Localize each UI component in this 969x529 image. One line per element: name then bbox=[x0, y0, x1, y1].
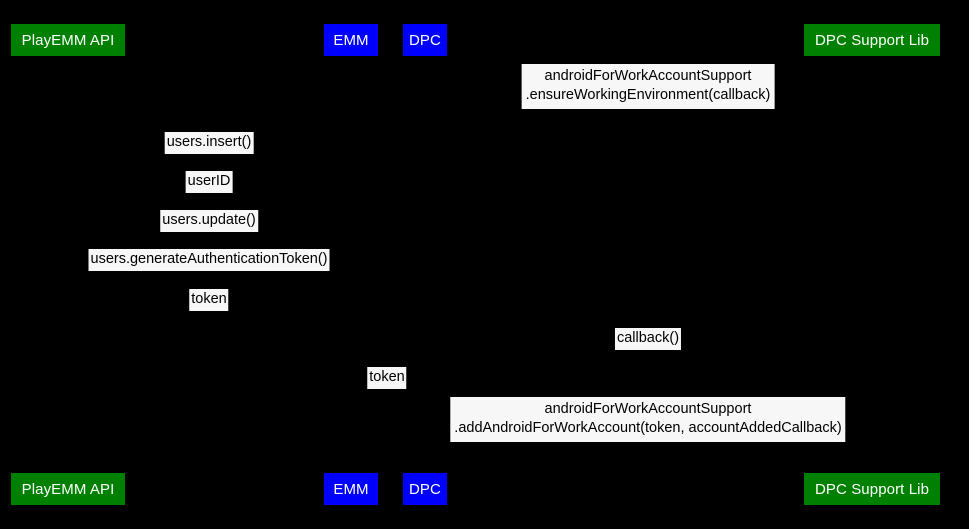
message-line: users.update() bbox=[162, 212, 256, 228]
message-label-add-android-for-work-account: androidForWorkAccountSupport .addAndroidF… bbox=[450, 397, 846, 443]
message-label-users-generate-authentication-token: users.generateAuthenticationToken() bbox=[88, 249, 330, 271]
message-line: .addAndroidForWorkAccount(token, account… bbox=[454, 420, 842, 437]
participant-bottom-playemm-api[interactable]: PlayEMM API bbox=[11, 473, 125, 505]
message-label-ensure-working-environment: androidForWorkAccountSupport .ensureWorki… bbox=[521, 64, 775, 110]
message-label-callback: callback() bbox=[614, 328, 682, 350]
participant-top-emm[interactable]: EMM bbox=[324, 24, 378, 56]
participant-bottom-dpc-support-lib[interactable]: DPC Support Lib bbox=[804, 473, 940, 505]
message-label-users-update: users.update() bbox=[160, 210, 258, 232]
message-line: userID bbox=[187, 173, 231, 189]
message-line: .ensureWorkingEnvironment(callback) bbox=[525, 87, 771, 104]
message-line: androidForWorkAccountSupport bbox=[544, 401, 752, 417]
participant-top-dpc[interactable]: DPC bbox=[403, 24, 447, 56]
message-line: callback() bbox=[616, 330, 680, 346]
message-line: users.insert() bbox=[166, 134, 252, 150]
message-label-user-id: userID bbox=[185, 171, 233, 193]
message-label-users-insert: users.insert() bbox=[164, 132, 254, 154]
participant-top-dpc-support-lib[interactable]: DPC Support Lib bbox=[804, 24, 940, 56]
message-line: token bbox=[369, 369, 405, 385]
message-line: users.generateAuthenticationToken() bbox=[90, 251, 328, 267]
participant-bottom-dpc[interactable]: DPC bbox=[403, 473, 447, 505]
message-label-token-lower: token bbox=[367, 367, 407, 389]
message-label-token-upper: token bbox=[189, 289, 229, 311]
message-line: token bbox=[191, 291, 227, 307]
participant-top-playemm-api[interactable]: PlayEMM API bbox=[11, 24, 125, 56]
message-line: androidForWorkAccountSupport bbox=[544, 68, 752, 84]
participant-bottom-emm[interactable]: EMM bbox=[324, 473, 378, 505]
